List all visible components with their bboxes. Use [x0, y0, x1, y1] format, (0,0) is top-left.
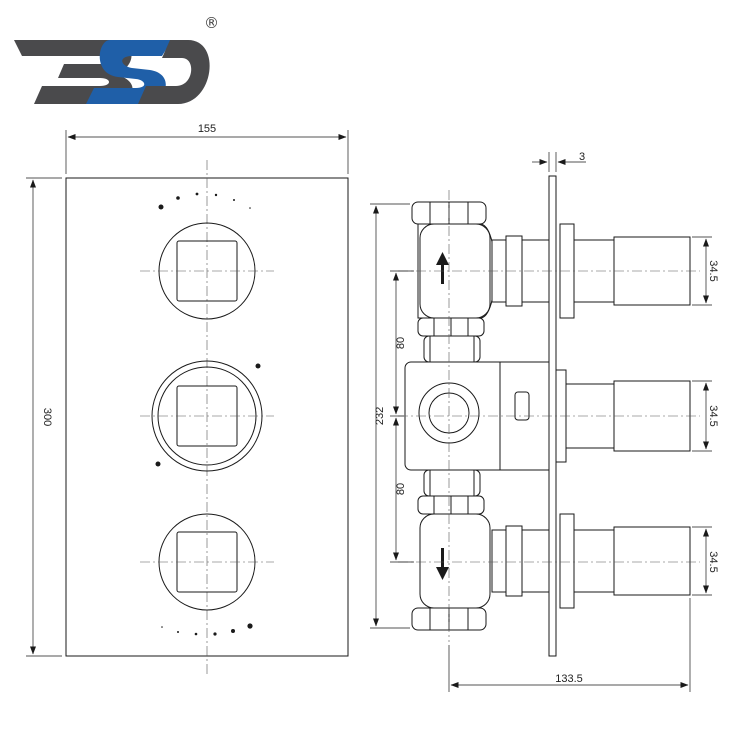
side-valve-top: [411, 201, 691, 363]
plate-thickness-label: 3: [579, 151, 585, 163]
front-handle-top: [140, 222, 274, 320]
spacing-top-label: 80: [395, 337, 407, 349]
side-valve-bottom: [411, 469, 691, 631]
stem-diameter-label-bottom: 34.5: [707, 551, 719, 572]
plate-thickness-dimension: [532, 152, 586, 172]
stem-diameter-label-middle: 34.5: [707, 405, 719, 426]
front-handle-middle: [140, 360, 274, 472]
registered-mark: ®: [204, 14, 219, 32]
logo-letter-d-icon: [138, 40, 210, 104]
overall-height-label: 232: [374, 407, 386, 425]
spacing-bottom-label: 80: [395, 483, 407, 495]
front-handle-bottom: [140, 513, 274, 611]
stem-diameter-label-top: 34.5: [707, 260, 719, 281]
width-label: 155: [198, 123, 216, 135]
height-dimension: [26, 177, 62, 657]
side-view: [370, 152, 712, 692]
depth-label: 133.5: [555, 673, 583, 685]
width-dimension: [65, 130, 349, 174]
depth-dimension: [448, 598, 691, 692]
overall-height-dimension: [370, 203, 410, 629]
indicator-dots: [155, 192, 261, 636]
stem-diameter-dimensions: [692, 236, 712, 596]
arrow-up-icon: [436, 252, 449, 284]
spacing-dimensions: [390, 270, 414, 563]
front-view: [26, 130, 349, 676]
brand-logo: ®: [14, 14, 219, 104]
height-label: 300: [41, 408, 53, 426]
arrow-down-icon: [436, 548, 449, 580]
